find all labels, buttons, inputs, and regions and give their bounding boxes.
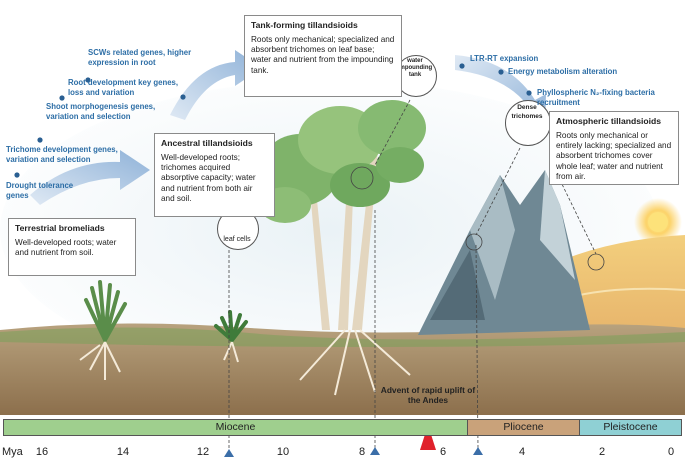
terrestrial-box: Terrestrial bromeliads Well-developed ro… <box>8 218 136 276</box>
ancestral-tillandsioid-icon <box>214 310 248 363</box>
atmospheric-title: Atmospheric tillandsioids <box>556 116 662 126</box>
forest-trees <box>259 100 426 396</box>
sun-core <box>648 212 668 232</box>
gene-ltr-rt: LTR-RT expansion <box>470 54 539 63</box>
evolution-arrow-3 <box>455 55 546 126</box>
timeline-marker-ancestral <box>224 449 234 457</box>
ancestral-text: Well-developed roots; trichomes acquired… <box>161 153 256 203</box>
dense-trichomes-label: Dense trichomes <box>511 104 543 120</box>
andes-uplift-marker <box>420 425 436 450</box>
tick-6: 6 <box>439 446 447 458</box>
evolution-arrow-1 <box>30 150 150 205</box>
terrestrial-title: Terrestrial bromeliads <box>15 223 105 233</box>
gene-root-development: Root development key genes, loss and var… <box>68 78 179 97</box>
gene-trichome-development: Trichome development genes, variation an… <box>6 145 118 164</box>
tank-text: Roots only mechanical; specialized and a… <box>251 35 395 75</box>
ground <box>0 323 685 415</box>
gene-scws: SCWs related genes, higher expression in… <box>88 48 192 67</box>
trichome-callout-circle <box>505 100 551 146</box>
evolution-arrow-2 <box>170 50 262 120</box>
gene-shoot-morphogenesis: Shoot morphogenesis genes, variation and… <box>46 102 156 121</box>
tank-title: Tank-forming tillandsioids <box>251 20 358 30</box>
atmospheric-text: Roots only mechanical or entirely lackin… <box>556 131 672 181</box>
terrestrial-text: Well-developed roots; water and nutrient… <box>15 238 117 258</box>
tick-0: 0 <box>667 446 675 458</box>
tick-2: 2 <box>598 446 606 458</box>
ancestral-title: Ancestral tillandsioids <box>161 138 253 148</box>
tank-callout-circle <box>395 55 437 97</box>
grass-strip <box>0 327 685 347</box>
tick-4: 4 <box>518 446 526 458</box>
tick-10: 10 <box>276 446 290 458</box>
tick-8: 8 <box>358 446 366 458</box>
tick-14: 14 <box>116 446 130 458</box>
leaf-cells-label: leaf cells <box>223 236 251 243</box>
tick-12: 12 <box>196 446 210 458</box>
tick-16: 16 <box>35 446 49 458</box>
gene-phyllospheric: Phyllospheric N₂-fixing bacteria recruit… <box>537 88 655 107</box>
timeline-marker-tank <box>370 447 380 455</box>
water-tank-label: water impounding tank <box>397 58 433 78</box>
gene-drought-tolerance: Drought tolerance genes <box>6 181 74 200</box>
gene-energy-metabolism: Energy metabolism alteration <box>508 67 618 76</box>
atmospheric-box: Atmospheric tillandsioids Roots only mec… <box>549 111 679 185</box>
ancestral-box: Ancestral tillandsioids Well-developed r… <box>154 133 275 217</box>
timeline-unit: Mya <box>2 446 23 458</box>
era-miocene: Miocene <box>3 419 468 436</box>
andes-uplift-label: Advent of rapid uplift of the Andes <box>380 385 476 405</box>
era-pliocene: Pliocene <box>467 419 580 436</box>
terrestrial-bromeliad-icon <box>79 280 127 380</box>
timeline-marker-atmospheric <box>473 447 483 455</box>
era-pleistocene: Pleistocene <box>579 419 682 436</box>
tank-box: Tank-forming tillandsioids Roots only me… <box>244 15 402 97</box>
